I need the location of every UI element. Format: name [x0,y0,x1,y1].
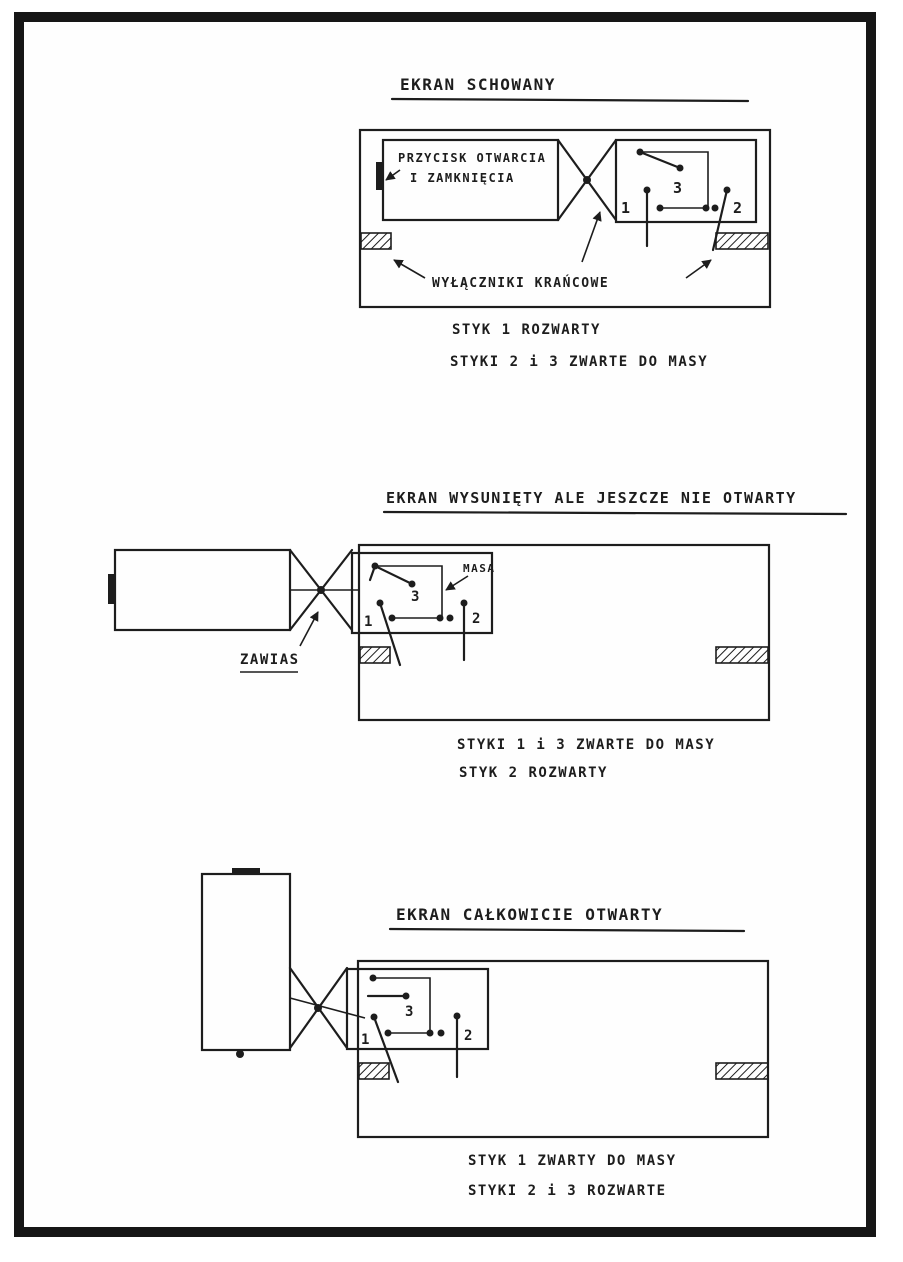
contact-dot [402,992,410,1000]
contact-3-blade [638,150,682,170]
status-line-2: STYKI 2 i 3 ROZWARTE [468,1183,667,1199]
contact-label-2: 2 [464,1028,474,1044]
panel-foot [236,1050,244,1058]
section-title: EKRAN WYSUNIĘTY ALE JESZCZE NIE OTWARTY [386,489,797,507]
section-title: EKRAN SCHOWANY [400,75,556,94]
drawing-sheet [14,12,876,1237]
section-title: EKRAN CAŁKOWICIE OTWARTY [396,905,663,924]
contact-dot [636,148,644,156]
hinge-line [289,997,366,1019]
contact-dot [369,974,377,982]
button-knob [376,162,383,190]
contact-1-blade [372,1015,400,1084]
title-underline [382,510,848,516]
switch-box [345,967,490,1051]
button-arrow [385,169,401,181]
switch-box [350,551,494,635]
hinge-arrow [299,611,319,647]
screen-panel [200,872,292,1052]
limit-arrow-right [685,259,712,279]
ground-wire [375,565,443,619]
housing-box [358,128,772,309]
limit-switch-right [715,1062,769,1080]
contact-label-3: 3 [405,1004,415,1020]
status-line-1: STYKI 1 i 3 ZWARTE DO MASY [457,737,715,753]
button-knob [108,574,115,604]
contact-dot [426,1029,434,1037]
ground-label: MASA [463,562,496,575]
status-line-1: STYK 1 ROZWARTY [452,322,601,338]
contact-label-1: 1 [621,199,632,217]
limit-switches-label: WYŁĄCZNIKI KRAŃCOWE [432,275,609,291]
hinge-pivot [314,1004,322,1012]
section-hidden-screen: EKRAN SCHOWANY PRZYCISK OTWARCIA I ZAMKN… [358,75,772,370]
contact-1-blade [378,601,402,667]
contact-dot [384,1029,392,1037]
button-knob [232,868,260,874]
contact-dot [702,204,710,212]
contact-dot [711,204,719,212]
hinge-pivot [317,586,325,594]
limit-arrow-left [393,259,426,279]
contact-label-1: 1 [364,614,374,630]
status-line-2: STYKI 2 i 3 ZWARTE DO MASY [450,354,708,370]
contact-label-2: 2 [472,611,482,627]
button-label-line-1: PRZYCISK OTWARCIA [398,151,546,165]
title-underline [388,927,746,933]
contact-dot [656,204,664,212]
limit-switch-left [360,232,392,250]
contact-dot [437,1029,445,1037]
contact-dot [388,614,396,622]
title-underline [390,97,750,103]
contact-label-3: 3 [411,589,421,605]
switch-box [614,138,758,224]
limit-switch-right [715,646,769,664]
ground-arrow [445,575,469,591]
contact-dot [676,164,684,172]
hinge-pivot [583,176,591,184]
ground-wire [373,977,431,1034]
limit-switch-left [359,646,391,664]
hinge-arrow [581,211,602,263]
status-line-1: STYK 1 ZWARTY DO MASY [468,1153,677,1169]
button-label-line-2: I ZAMKNIĘCIA [410,171,515,185]
section-extended-screen: EKRAN WYSUNIĘTY ALE JESZCZE NIE OTWARTY … [108,489,848,781]
contact-label-2: 2 [733,199,744,217]
contact-dot [436,614,444,622]
contact-label-1: 1 [361,1032,371,1048]
status-line-2: STYK 2 ROZWARTY [459,765,608,781]
contact-dot [408,580,416,588]
contact-label-3: 3 [673,179,684,197]
contact-dot [371,562,379,570]
contact-3-blade [373,564,414,586]
section-open-screen: EKRAN CAŁKOWICIE OTWARTY 3 1 2 STYK 1 [200,868,770,1199]
hinge-label: ZAWIAS [240,652,300,668]
contact-dot [446,614,454,622]
limit-switch-left [358,1062,390,1080]
screen-panel [113,548,292,632]
ground-wire [640,151,709,209]
limit-switch-right [715,232,769,250]
